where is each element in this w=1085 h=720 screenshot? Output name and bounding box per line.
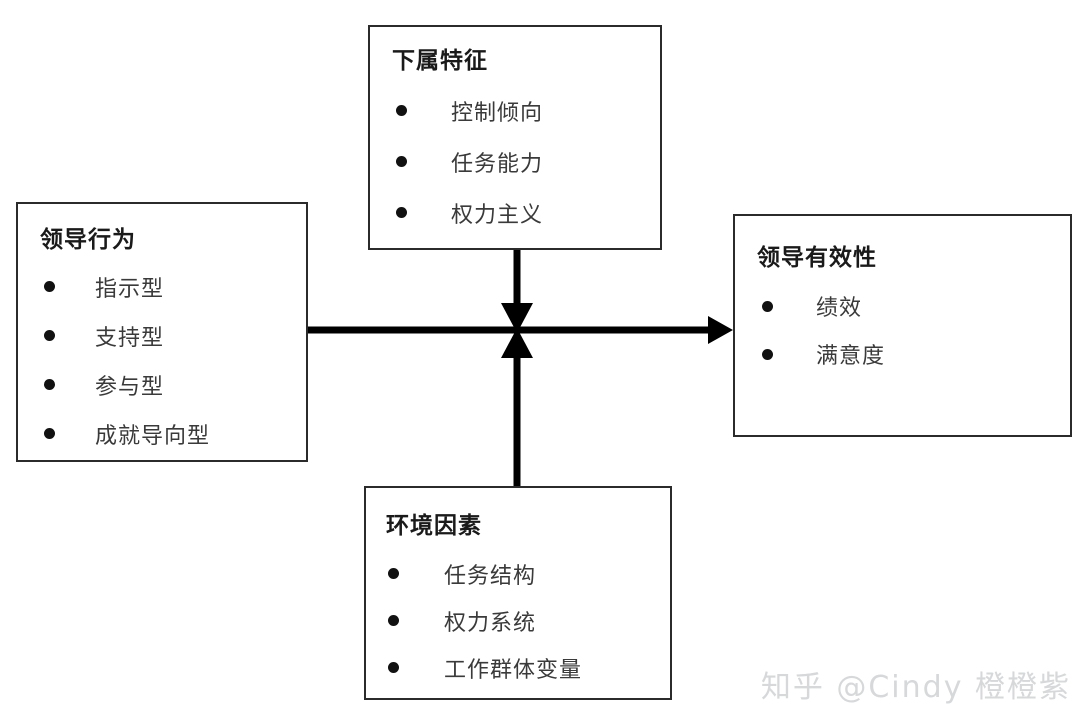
list-item: 权力主义 xyxy=(396,187,543,238)
bullet-list: 控制倾向 任务能力 权力主义 xyxy=(396,85,543,238)
node-title: 环境因素 xyxy=(386,513,482,539)
list-item-label: 任务结构 xyxy=(444,563,537,589)
arrow-behavior-to-effectiveness xyxy=(308,316,733,344)
list-item-label: 权力主义 xyxy=(451,202,544,228)
bullet-dot xyxy=(388,568,399,579)
list-item-label: 权力系统 xyxy=(444,610,537,636)
node-title: 领导行为 xyxy=(40,227,136,253)
list-item: 参与型 xyxy=(44,360,210,409)
list-item: 满意度 xyxy=(762,330,885,378)
watermark: 知乎 @Cindy 橙橙紫 xyxy=(760,670,1071,705)
list-item: 权力系统 xyxy=(388,597,582,644)
bullet-dot xyxy=(388,662,399,673)
bullet-dot xyxy=(762,300,773,312)
list-item-label: 满意度 xyxy=(816,344,886,369)
list-item-label: 参与型 xyxy=(95,374,165,400)
list-item-label: 控制倾向 xyxy=(451,100,544,126)
bullet-list: 指示型 支持型 参与型 成就导向型 xyxy=(44,262,210,458)
bullet-dot xyxy=(44,379,55,390)
list-item-label: 指示型 xyxy=(95,276,165,302)
node-leadership-behavior[interactable]: 领导行为 指示型 支持型 参与型 成就导向型 xyxy=(16,202,308,462)
list-item: 指示型 xyxy=(44,262,210,311)
list-item-label: 工作群体变量 xyxy=(444,657,583,683)
list-item: 成就导向型 xyxy=(44,409,210,458)
arrow-environment-moderator xyxy=(501,328,533,486)
list-item: 任务能力 xyxy=(396,136,543,187)
list-item-label: 成就导向型 xyxy=(95,423,211,449)
bullet-dot xyxy=(44,428,55,439)
bullet-dot xyxy=(762,348,773,360)
bullet-list: 任务结构 权力系统 工作群体变量 xyxy=(388,550,582,691)
bullet-list: 绩效 满意度 xyxy=(762,282,885,378)
bullet-dot xyxy=(388,615,399,626)
list-item: 绩效 xyxy=(762,282,885,330)
node-title: 下属特征 xyxy=(392,48,488,74)
bullet-dot xyxy=(396,207,407,218)
node-subordinate-characteristics[interactable]: 下属特征 控制倾向 任务能力 权力主义 xyxy=(368,25,662,250)
arrow-subordinate-moderator xyxy=(501,250,533,333)
node-environmental-factors[interactable]: 环境因素 任务结构 权力系统 工作群体变量 xyxy=(364,486,672,700)
list-item: 支持型 xyxy=(44,311,210,360)
bullet-dot xyxy=(44,281,55,292)
bullet-dot xyxy=(44,330,55,341)
list-item-label: 支持型 xyxy=(95,325,165,351)
bullet-dot xyxy=(396,156,407,167)
list-item-label: 绩效 xyxy=(816,296,863,321)
list-item: 任务结构 xyxy=(388,550,582,597)
bullet-dot xyxy=(396,105,407,116)
node-leadership-effectiveness[interactable]: 领导有效性 绩效 满意度 xyxy=(733,214,1072,437)
node-title: 领导有效性 xyxy=(757,245,877,271)
list-item: 控制倾向 xyxy=(396,85,543,136)
list-item-label: 任务能力 xyxy=(451,151,544,177)
list-item: 工作群体变量 xyxy=(388,644,582,691)
